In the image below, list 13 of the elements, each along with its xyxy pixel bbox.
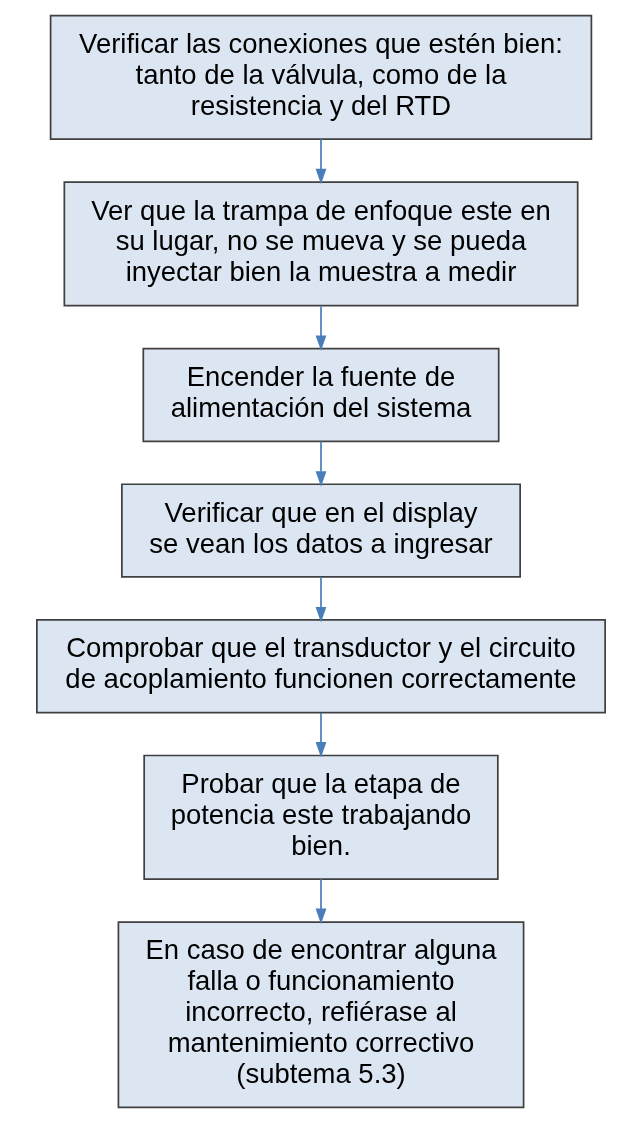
node-box: Probar que la etapa de potencia este trabajando bien. [142,754,499,880]
node-box: Ver que la trampa de enfoque este en su lugar, no se mueva y se pueda inyectar bien la muestra a medir [63,181,578,307]
arrow [315,878,326,924]
node-box: Comprobar que el transductor y el circuito de acoplamiento funcionen correctamente [35,619,606,714]
arrow [315,440,326,487]
node-box: Verificar que en el display se vean los datos a ingresar [120,483,521,578]
arrow [315,712,326,758]
arrow [315,305,326,351]
node-box: Verificar las conexiones que estén bien: tanto de la válvula, como de la resistencia y del RTD [49,14,592,140]
node-box: Encender la fuente de alimentación del sistema [141,347,500,443]
arrow [315,576,326,623]
arrow [315,138,326,185]
node-box: En caso de encontrar alguna falla o funcionamiento incorrecto, refiérase al mantenimiento correctivo (subtema 5.3) [117,921,524,1109]
